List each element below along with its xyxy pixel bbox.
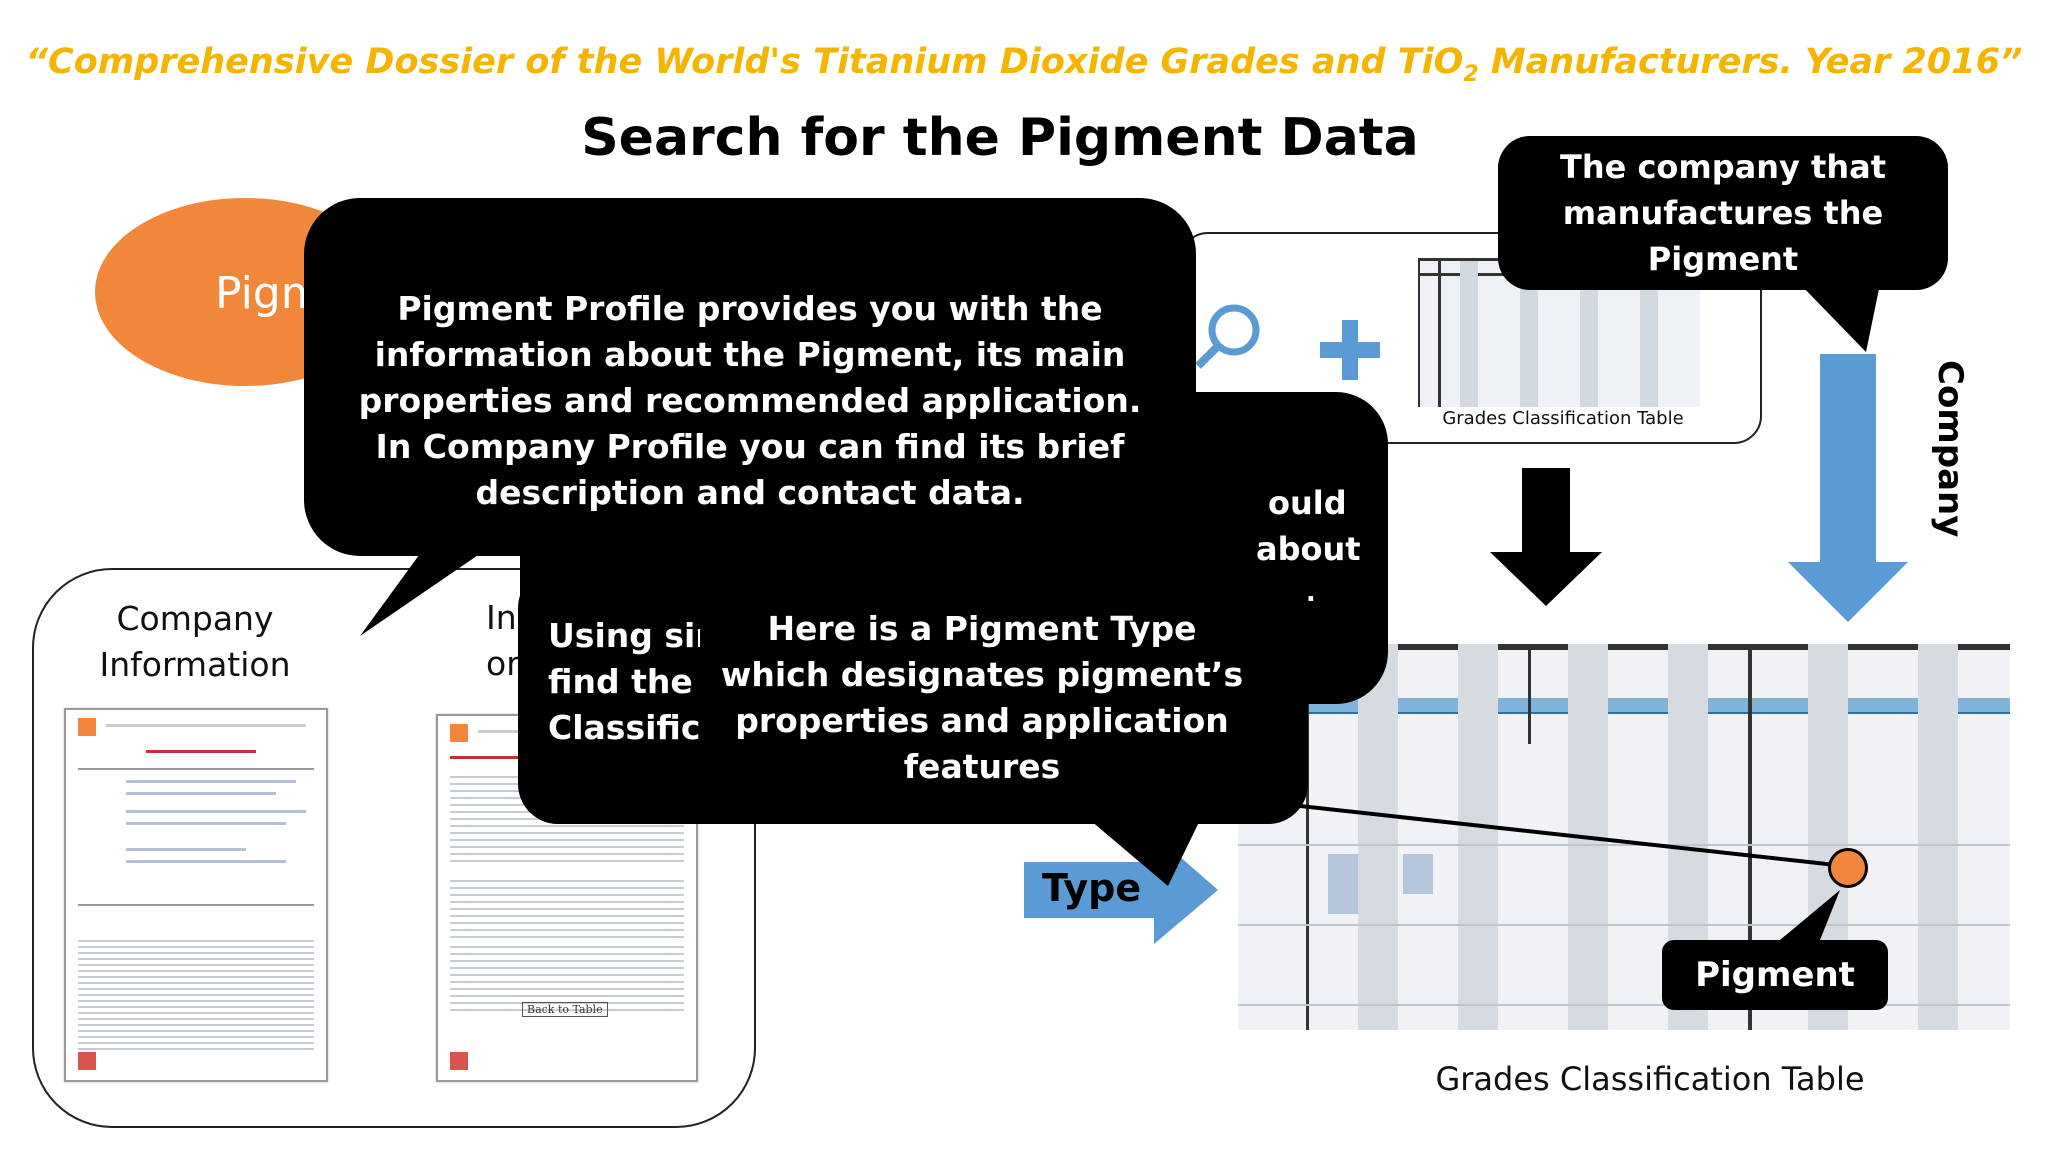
company-information-caption: Company Information — [99, 599, 291, 684]
type-bubble-text: Here is a Pigment Type which designates … — [712, 606, 1252, 790]
pointer-line — [1300, 804, 1846, 868]
page-title: Search for the Pigment Data — [581, 108, 1419, 168]
using-fragment-3: Classificat — [548, 708, 700, 747]
covered-fragment-2: about — [1256, 530, 1361, 568]
down-arrow — [1490, 468, 1602, 606]
company-arrow — [1788, 354, 1908, 622]
back-to-table-link[interactable]: Back to Table — [522, 1002, 608, 1017]
company-bubble: The company that manufactures the Pigmen… — [1498, 136, 1948, 290]
dossier-title: “Comprehensive Dossier of the World's Ti… — [25, 42, 2023, 87]
company-profile-document — [64, 708, 328, 1082]
info-fragment-2: or — [486, 644, 520, 683]
pigment-label-tail — [1780, 890, 1840, 940]
info-fragment-1: In — [486, 598, 517, 637]
using-fragment-2: find the r — [548, 662, 700, 701]
mini-table-caption: Grades Classification Table — [1442, 408, 1684, 429]
plus-icon — [1320, 320, 1380, 380]
using-fragment-1: Using sim — [548, 616, 700, 655]
magnifier-icon — [1195, 304, 1260, 369]
company-arrow-label: Company — [1930, 360, 1970, 538]
pigment-profile-bubble: Pigment Profile provides you with the in… — [304, 198, 1196, 556]
pigment-dot — [1828, 848, 1868, 888]
big-table-caption: Grades Classification Table — [1435, 1060, 1865, 1098]
profile-bubble-tail — [360, 540, 500, 636]
pigment-label-bubble: Pigment — [1662, 940, 1888, 1010]
company-bubble-tail — [1800, 284, 1880, 352]
covered-fragment-1: ould — [1268, 484, 1347, 522]
type-bubble-tail — [1090, 820, 1200, 886]
type-arrow-label: Type — [1042, 866, 1142, 910]
